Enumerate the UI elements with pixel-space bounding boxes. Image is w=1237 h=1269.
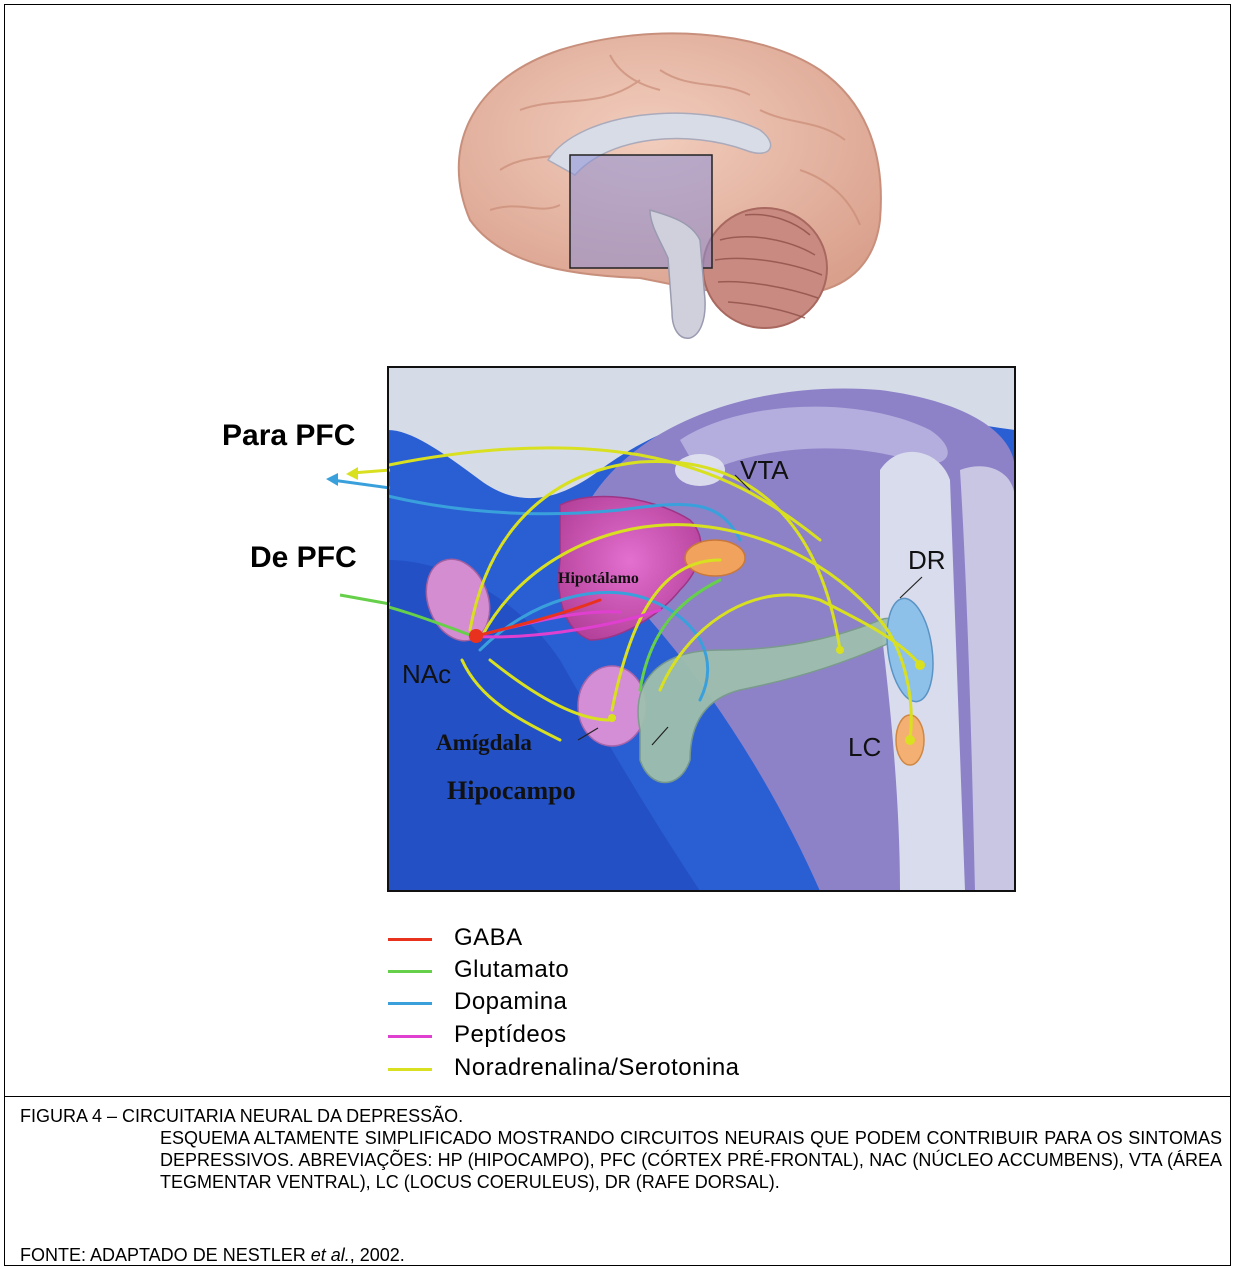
caption-body: ESQUEMA ALTAMENTE SIMPLIFICADO MOSTRANDO…: [160, 1127, 1222, 1193]
zoomed-limbic-panel: [332, 367, 1015, 891]
figure-illustration: Para PFC De PFC VTA DR NAc LC Hipotálamo…: [0, 0, 1237, 1096]
brain-sagittal-illustration: [459, 33, 881, 338]
legend-swatch-glutamato: [388, 970, 432, 973]
legend-label-dopamina: Dopamina: [454, 988, 567, 1016]
caption-source-italic: et al.: [311, 1245, 350, 1265]
legend-swatch-gaba: [388, 938, 432, 941]
label-hipocampo: Hipocampo: [447, 776, 576, 805]
caption-divider: [4, 1096, 1231, 1097]
legend-label-peptideos: Peptídeos: [454, 1021, 567, 1049]
label-dr: DR: [908, 545, 946, 575]
legend-swatch-peptideos: [388, 1035, 432, 1038]
label-amigdala: Amígdala: [436, 730, 532, 755]
label-vta: VTA: [740, 455, 789, 485]
legend-label-noradrenalina-serotonina: Noradrenalina/Serotonina: [454, 1054, 740, 1082]
caption-source: FONTE: ADAPTADO DE NESTLER et al., 2002.: [20, 1244, 405, 1266]
legend-swatch-dopamina: [388, 1002, 432, 1005]
legend-label-gaba: GABA: [454, 924, 523, 952]
label-lc: LC: [848, 732, 881, 762]
caption-source-suffix: , 2002.: [350, 1245, 405, 1265]
caption-source-prefix: FONTE: ADAPTADO DE NESTLER: [20, 1245, 311, 1265]
label-de-pfc: De PFC: [250, 541, 357, 574]
label-para-pfc: Para PFC: [222, 419, 355, 452]
legend-swatch-noradrenalina-serotonina: [388, 1068, 432, 1071]
legend-label-glutamato: Glutamato: [454, 956, 569, 984]
label-hipotalamo: Hipotálamo: [558, 570, 639, 587]
label-nac: NAc: [402, 659, 451, 689]
caption-title: FIGURA 4 – CIRCUITARIA NEURAL DA DEPRESS…: [20, 1105, 463, 1127]
